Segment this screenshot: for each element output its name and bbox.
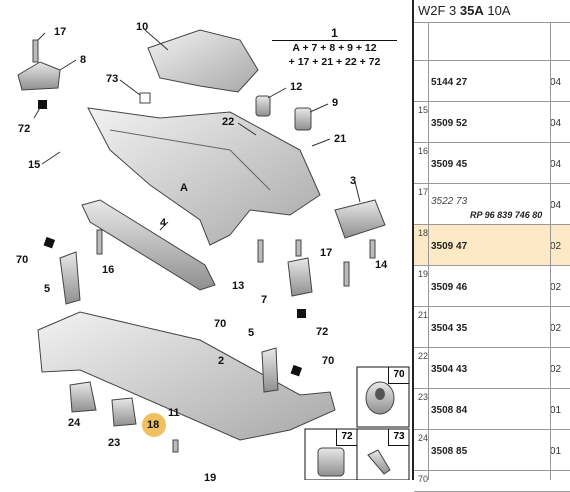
parts-row[interactable]: 24 3508 85 01 [414, 430, 570, 471]
callout-label: 70 [214, 318, 227, 330]
row-ref: 17 [418, 187, 429, 197]
callout-label: 13 [232, 280, 245, 292]
row-part-number: 3509 47 [431, 241, 468, 252]
callout-label: 16 [102, 264, 115, 276]
inset-fastener-73: 73 [357, 429, 409, 480]
row-qty: 02 [550, 282, 562, 293]
callout-label: 2 [218, 355, 225, 367]
callout-label: 72 [316, 326, 329, 338]
inset-bushing-70: 70 [357, 367, 409, 427]
row-ref: 18 [418, 228, 429, 238]
row-part-number: 3522 73 [431, 196, 468, 207]
callout-label: 70 [16, 254, 29, 266]
row-ref: 16 [418, 146, 429, 156]
diagram-drawing [17, 29, 410, 480]
inset-bushing-72: 72 [305, 429, 357, 480]
inset-number: 72 [336, 429, 357, 446]
row-replacement: RP 96 839 746 80 [470, 210, 543, 220]
row-qty: 02 [550, 364, 562, 375]
header-suffix: 10A [487, 3, 511, 18]
row-ref: 21 [418, 310, 429, 320]
row-ref: 70 [418, 474, 429, 484]
assembly-formula: 1 A + 7 + 8 + 9 + 12 + 17 + 21 + 22 + 72 [272, 26, 397, 69]
formula-line-2: + 17 + 21 + 22 + 72 [288, 56, 381, 68]
row-part-number: 3504 35 [431, 323, 468, 334]
callout-label: A [180, 182, 188, 194]
callout-label: 70 [322, 355, 335, 367]
parts-row[interactable]: 16 3509 45 04 [414, 143, 570, 184]
inset-number: 73 [388, 429, 409, 446]
row-qty: 01 [550, 446, 562, 457]
callout-label: 19 [204, 472, 217, 484]
row-ref: 15 [418, 105, 429, 115]
callout-label: 3 [350, 175, 357, 187]
inset-number: 70 [388, 367, 409, 384]
row-part-number: 3509 45 [431, 159, 468, 170]
callout-label: 4 [160, 217, 167, 229]
row-qty: 01 [550, 405, 562, 416]
parts-row[interactable]: 17 3522 73 RP 96 839 746 80 04 [414, 184, 570, 225]
column-divider [550, 22, 551, 480]
callout-label: 12 [290, 81, 303, 93]
formula-top: 1 [331, 26, 338, 40]
parts-row[interactable]: 19 3509 46 02 [414, 266, 570, 307]
row-part-number: 5144 27 [431, 77, 468, 88]
parts-list-panel: W2F 3 35A 10A 5144 27 04 15 3509 52 04 1… [412, 0, 570, 492]
parts-row[interactable]: 70 [414, 471, 570, 492]
callout-label: 5 [248, 327, 255, 339]
row-part-number: 3509 46 [431, 282, 468, 293]
parts-row[interactable]: 22 3504 43 02 [414, 348, 570, 389]
row-ref: 19 [418, 269, 429, 279]
callout-label: 7 [261, 294, 268, 306]
callout-label: 22 [222, 116, 235, 128]
callout-label: 10 [136, 21, 149, 33]
callout-label: 11 [168, 407, 180, 419]
row-ref: 24 [418, 433, 429, 443]
callout-label: 8 [80, 54, 87, 66]
callout-label: 24 [68, 417, 81, 429]
parts-row[interactable]: 21 3504 35 02 [414, 307, 570, 348]
parts-row[interactable]: 15 3509 52 04 [414, 102, 570, 143]
callout-label: 73 [106, 73, 119, 85]
row-qty: 02 [550, 241, 562, 252]
row-part-number: 3508 84 [431, 405, 468, 416]
header-prefix: W2F 3 [418, 3, 457, 18]
row-part-number: 3508 85 [431, 446, 468, 457]
parts-row[interactable]: 5144 27 04 [414, 61, 570, 102]
row-qty: 02 [550, 323, 562, 334]
parts-list-spacer [414, 23, 570, 61]
column-divider [428, 22, 429, 480]
row-part-number: 3509 52 [431, 118, 468, 129]
callout-label: 17 [320, 247, 333, 259]
callout-label: 14 [375, 259, 388, 271]
row-ref: 23 [418, 392, 429, 402]
row-qty: 04 [550, 159, 562, 170]
exploded-parts-diagram: 1 A + 7 + 8 + 9 + 12 + 17 + 21 + 22 + 72… [16, 21, 410, 484]
row-part-number: 3504 43 [431, 364, 468, 375]
callout-label: 18 [147, 419, 160, 431]
callout-label: 15 [28, 159, 41, 171]
callout-label: 5 [44, 283, 51, 295]
callout-label: 9 [332, 97, 339, 109]
header-bold: 35A [459, 3, 484, 18]
parts-list-header: W2F 3 35A 10A [414, 0, 570, 23]
formula-line-1: A + 7 + 8 + 9 + 12 [272, 40, 397, 55]
row-qty: 04 [550, 77, 562, 88]
callout-label: 21 [334, 133, 347, 145]
callout-label: 72 [18, 123, 31, 135]
callout-label: 23 [108, 437, 121, 449]
row-qty: 04 [550, 118, 562, 129]
parts-row[interactable]: 23 3508 84 01 [414, 389, 570, 430]
callout-label: 17 [54, 26, 67, 38]
row-ref: 22 [418, 351, 429, 361]
row-qty: 04 [550, 200, 562, 211]
parts-row-selected[interactable]: 18 3509 47 02 [414, 225, 570, 266]
